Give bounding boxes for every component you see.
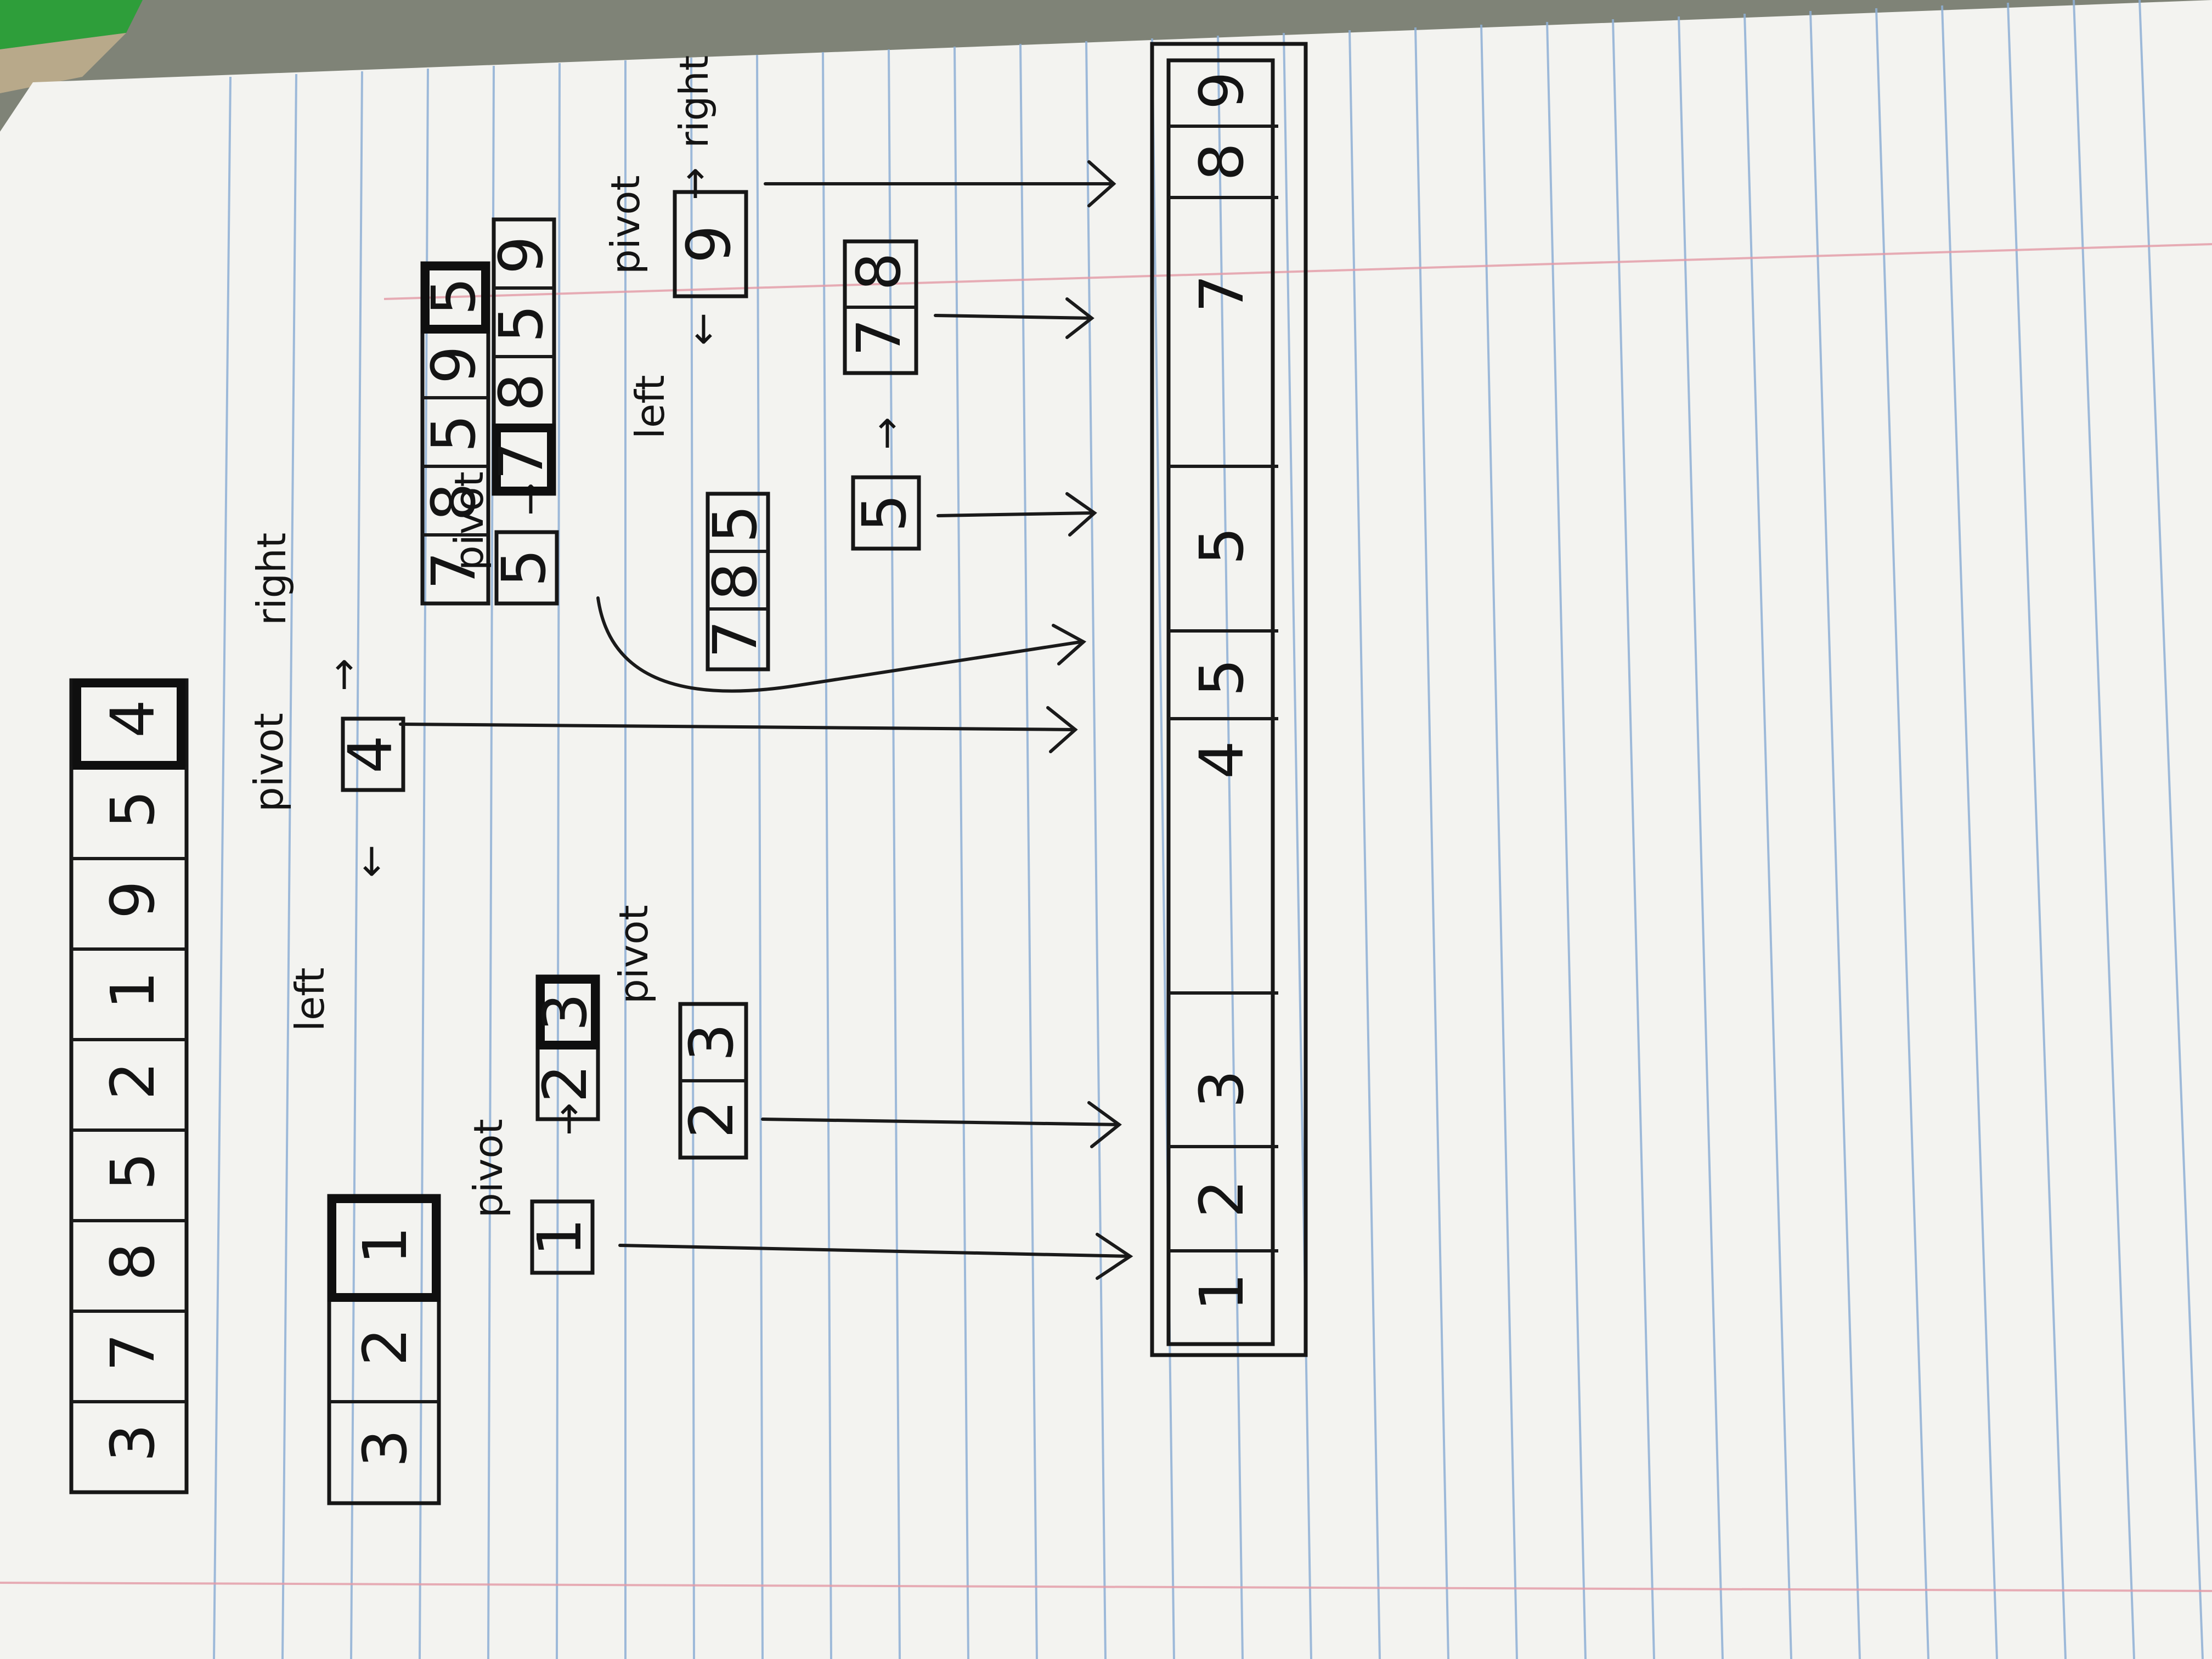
arrow-5-curve-to-result <box>596 596 1082 693</box>
result-2: 3 <box>1187 1070 1257 1108</box>
group-785-0: 7 <box>700 620 770 658</box>
label-arrow-right-5: → <box>863 417 909 450</box>
start-array-dividers <box>71 766 187 1403</box>
start-cell-5: 1 <box>98 971 168 1009</box>
pivot-5-box: 5 <box>489 530 559 606</box>
result-5: 5 <box>1187 527 1257 565</box>
pivot-5-value: 5 <box>489 549 559 587</box>
start-cell-4: 2 <box>98 1062 168 1100</box>
label-pivot-4: pivot <box>446 471 492 571</box>
start-cell-0: 3 <box>98 1424 168 1462</box>
label-left-2: left <box>627 375 673 439</box>
pair-23: 2 3 <box>676 1002 748 1160</box>
arrow-78-to-result <box>934 314 1093 320</box>
pair-23-1: 3 <box>676 1023 747 1062</box>
result-3: 4 <box>1187 741 1257 779</box>
split-7859-0: 7 <box>486 442 556 480</box>
start-cell-7: 5 <box>98 790 168 828</box>
label-arrow-right-4: → <box>671 167 717 200</box>
margin-lines <box>0 243 2212 1592</box>
pivot-4-value: 4 <box>335 735 405 774</box>
pair-78: 7 8 <box>843 239 918 375</box>
split-23-0: 2 <box>530 1064 600 1103</box>
result-1: 2 <box>1187 1180 1257 1218</box>
result-4: 5 <box>1187 658 1257 697</box>
split-7859: 7 8 5 9 <box>486 217 556 496</box>
split-high-0: 7 <box>419 551 489 590</box>
arrow-5b-to-result <box>936 511 1093 517</box>
label-left-1: left <box>287 967 333 1031</box>
pivot-5b-value: 5 <box>849 494 919 532</box>
label-right-1: right <box>249 533 295 625</box>
split-low-2: 1 <box>350 1226 420 1265</box>
result-7: 8 <box>1187 143 1257 181</box>
split-high: 7 8 5 9 5 <box>419 261 490 606</box>
label-arrow-left-2: ← <box>679 313 725 346</box>
group-785-1: 8 <box>700 562 770 601</box>
split-high-1: 8 <box>419 483 489 521</box>
label-pivot-5: pivot <box>602 175 648 274</box>
group-785-2: 5 <box>700 505 770 543</box>
group-785: 7 8 5 <box>700 492 770 672</box>
start-array: 3 7 8 5 2 1 9 5 4 <box>69 678 189 1494</box>
label-pivot-2: pivot <box>465 1119 511 1218</box>
label-right-2: right <box>671 55 717 148</box>
label-pivot-1: pivot <box>246 713 292 812</box>
split-low-0: 3 <box>350 1429 420 1468</box>
label-pivot-3: pivot <box>611 905 657 1004</box>
split-low: 3 2 1 <box>327 1194 441 1505</box>
result-6: 7 <box>1187 274 1257 313</box>
arrows <box>399 160 1133 1280</box>
split-high-4: 5 <box>419 277 489 315</box>
split-high-3: 9 <box>419 346 489 384</box>
label-arrow-left-1: ← <box>347 845 393 878</box>
split-23-1: 3 <box>530 993 600 1031</box>
pivot-9-value: 9 <box>674 225 744 263</box>
split-high-2: 5 <box>419 414 489 453</box>
split-7859-1: 8 <box>486 373 556 411</box>
result-0: 1 <box>1187 1273 1257 1311</box>
split-low-1: 2 <box>350 1328 420 1366</box>
arrow-1-to-result <box>618 1244 1132 1258</box>
pivot-9-box: 9 <box>673 190 748 298</box>
arrow-23-to-result <box>761 1118 1121 1126</box>
start-cell-3: 5 <box>98 1152 168 1190</box>
pair-78-0: 7 <box>844 318 914 357</box>
label-arrow-right-1: → <box>320 658 366 691</box>
desk-corner <box>0 33 126 93</box>
start-cell-6: 9 <box>98 881 168 919</box>
split-23: 2 3 <box>530 974 600 1121</box>
pair-23-0: 2 <box>676 1100 747 1138</box>
pivot-4-box: 4 <box>335 716 405 792</box>
green-folder <box>0 0 143 49</box>
start-cell-1: 7 <box>98 1333 168 1372</box>
result-8: 9 <box>1187 71 1257 110</box>
arrow-4-to-result <box>399 723 1077 731</box>
top-pivot-labels: left pivot right ← → <box>246 533 393 1031</box>
split-7859-2: 5 <box>486 304 556 343</box>
split-7859-3: 9 <box>486 236 556 274</box>
pivot-5b-box: 5 <box>849 475 921 551</box>
start-cell-2: 8 <box>98 1243 168 1281</box>
pivot-1-value: 1 <box>524 1218 595 1256</box>
pair-78-1: 8 <box>844 252 914 291</box>
start-cell-8: 4 <box>98 699 168 738</box>
result-array: 1 2 3 4 5 5 7 8 9 <box>1150 42 1308 1357</box>
pivot-1-box: 1 <box>524 1199 595 1275</box>
